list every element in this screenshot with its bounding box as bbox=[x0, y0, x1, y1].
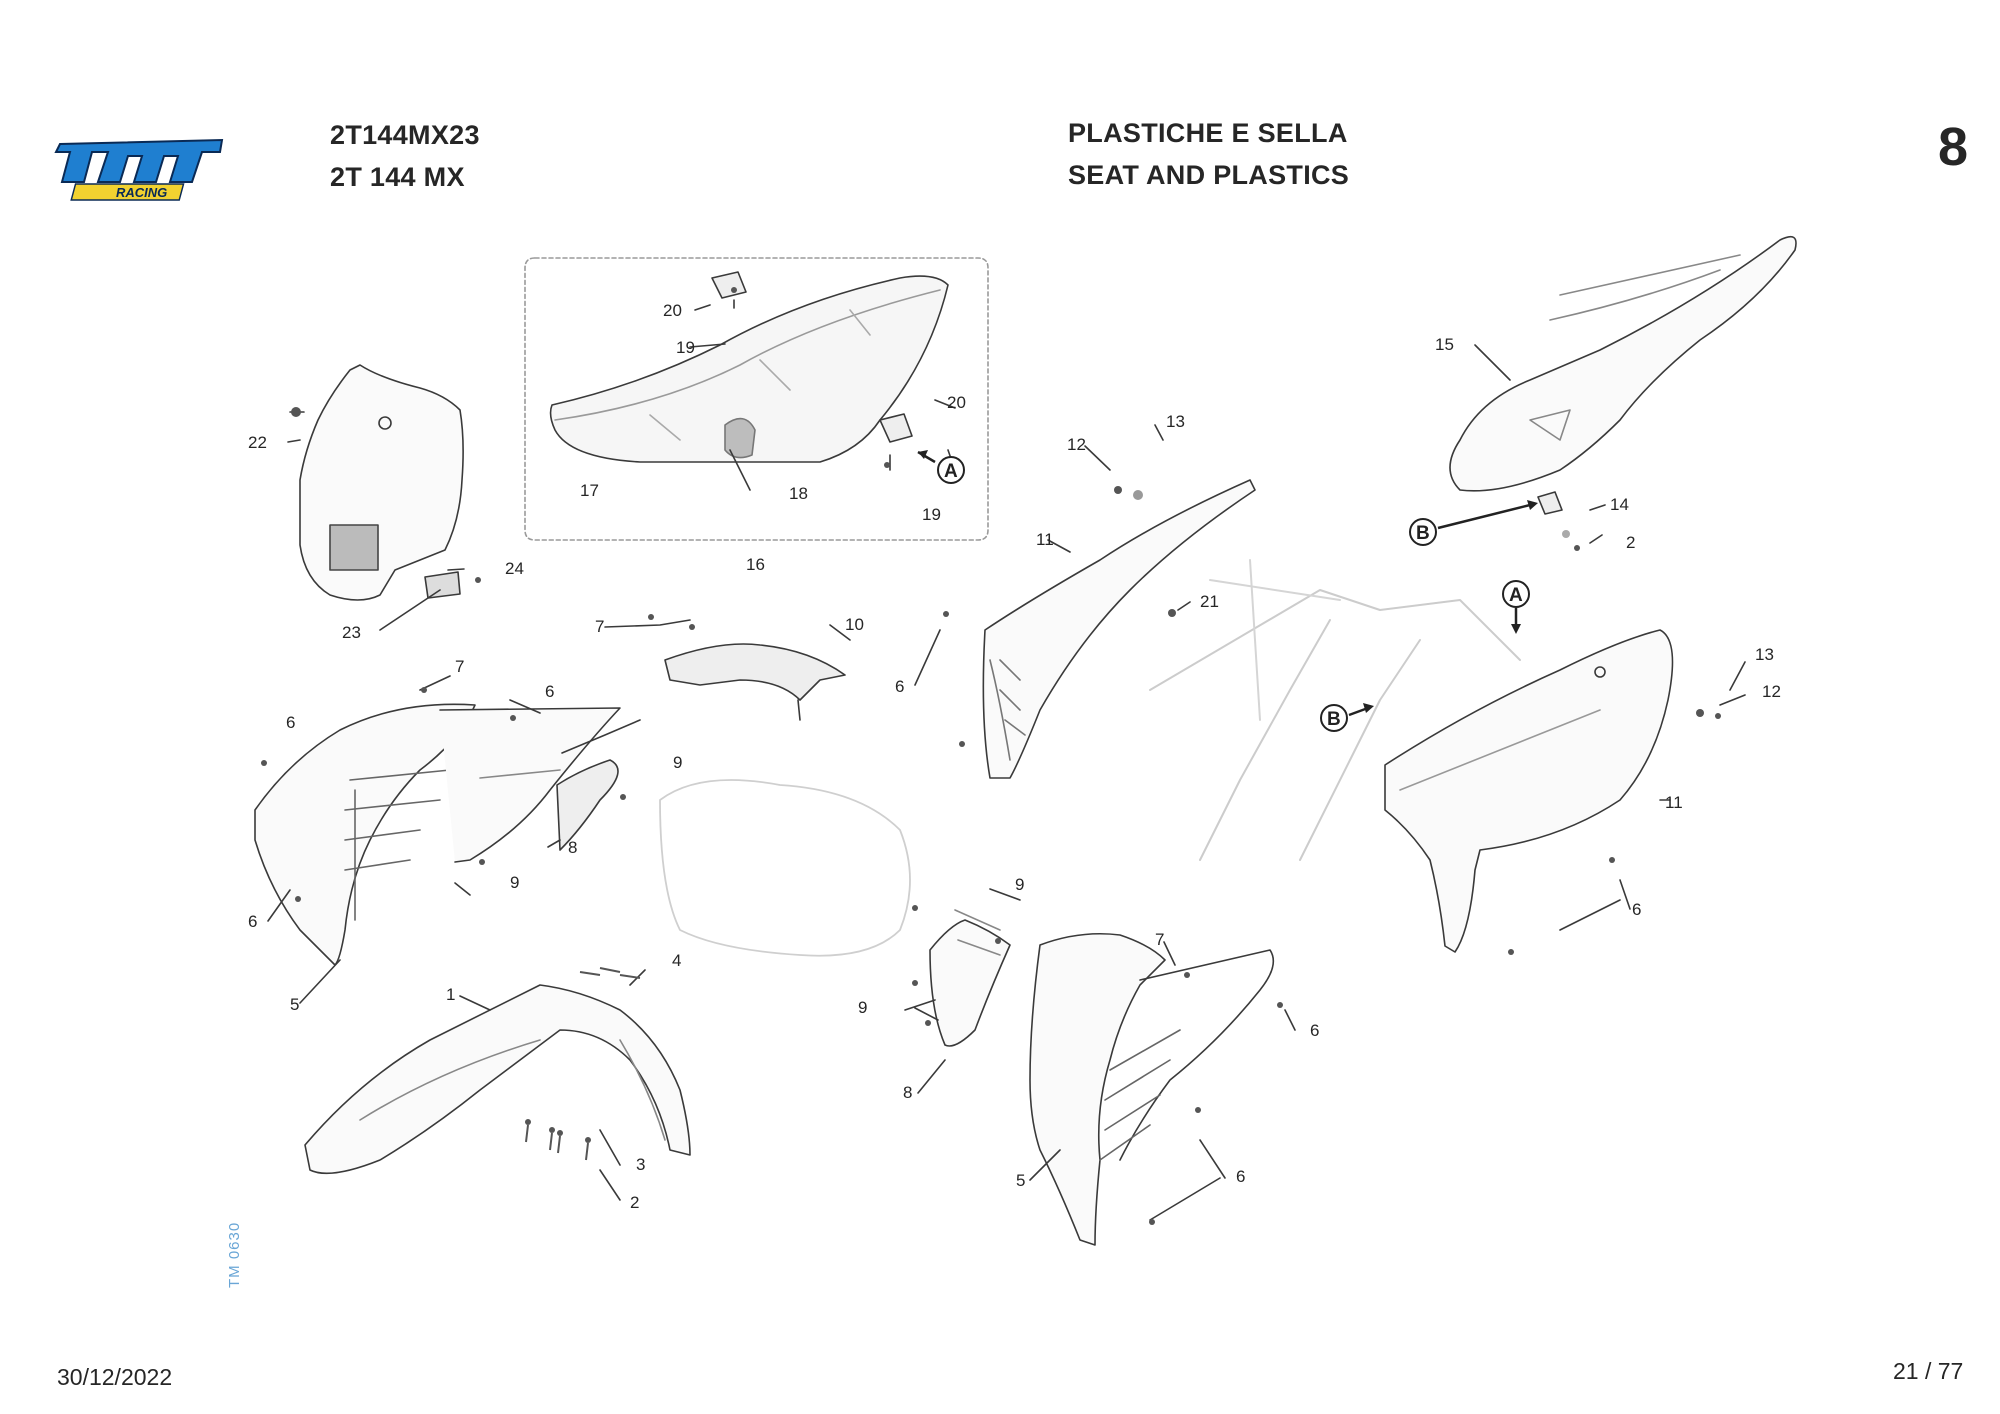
callout-6: 6 bbox=[545, 682, 554, 701]
callout-13: 13 bbox=[1166, 412, 1185, 431]
drawing-code: TM 0630 bbox=[226, 1221, 243, 1288]
callout-5: 5 bbox=[1016, 1171, 1025, 1190]
callout-16: 16 bbox=[746, 555, 765, 574]
title-italian: PLASTICHE E SELLA bbox=[1068, 118, 1348, 148]
callout-8: 8 bbox=[903, 1083, 912, 1102]
logo-sub-text: RACING bbox=[116, 185, 167, 200]
callout-1: 1 bbox=[446, 985, 455, 1004]
fuel-tank bbox=[659, 779, 911, 957]
callout-3: 3 bbox=[636, 1155, 645, 1174]
callout-2: 2 bbox=[630, 1193, 639, 1212]
seat-bracket-right bbox=[879, 413, 913, 443]
seat-group-box bbox=[524, 257, 989, 541]
callout-22: 22 bbox=[248, 433, 267, 452]
callout-6: 6 bbox=[248, 912, 257, 931]
front-panel-decal bbox=[954, 909, 1001, 956]
fender-mount bbox=[1537, 491, 1563, 515]
bracket-10 bbox=[664, 643, 846, 701]
tm-racing-logo: RACING bbox=[52, 130, 227, 205]
callout-19: 19 bbox=[676, 338, 695, 357]
seat-patch bbox=[724, 417, 756, 459]
callout-2: 2 bbox=[1626, 533, 1635, 552]
callout-6: 6 bbox=[1632, 900, 1641, 919]
side-cover-left bbox=[982, 479, 1256, 779]
marker-a: A bbox=[1509, 585, 1523, 606]
air-intake bbox=[556, 759, 619, 851]
bolt-shafts bbox=[525, 967, 641, 1161]
radiator-shroud-front bbox=[254, 703, 476, 966]
callout-12: 12 bbox=[1067, 435, 1086, 454]
callout-10: 10 bbox=[845, 615, 864, 634]
callout-7: 7 bbox=[455, 657, 464, 676]
radiator-shroud-rear bbox=[1029, 933, 1166, 1246]
callout-11: 11 bbox=[1665, 793, 1683, 812]
fasteners bbox=[261, 287, 1721, 1225]
model-code: 2T144MX23 bbox=[330, 120, 480, 150]
callout-4: 4 bbox=[672, 951, 681, 970]
title-english: SEAT AND PLASTICS bbox=[1068, 160, 1350, 190]
callout-6: 6 bbox=[1236, 1167, 1245, 1186]
seat-bracket-top bbox=[711, 271, 747, 299]
callout-5: 5 bbox=[290, 995, 299, 1014]
section-number: 8 bbox=[1938, 117, 1969, 177]
callout-20: 20 bbox=[947, 393, 966, 412]
callout-7: 7 bbox=[1155, 930, 1164, 949]
rear-fender bbox=[1449, 235, 1797, 492]
marker-a: A bbox=[944, 461, 958, 482]
callout-6: 6 bbox=[895, 677, 904, 696]
callout-9: 9 bbox=[510, 873, 519, 892]
callout-9: 9 bbox=[1015, 875, 1024, 894]
callout-6: 6 bbox=[1310, 1021, 1319, 1040]
callout-7: 7 bbox=[595, 617, 604, 636]
callout-8: 8 bbox=[568, 838, 577, 857]
frame-outline bbox=[1149, 589, 1521, 861]
callout-23: 23 bbox=[342, 623, 361, 642]
reference-markers: A B A B bbox=[917, 450, 1538, 732]
callout-9: 9 bbox=[673, 753, 682, 772]
marker-b: B bbox=[1327, 709, 1341, 730]
number-plate-tab bbox=[424, 571, 461, 599]
marker-b: B bbox=[1416, 523, 1430, 544]
callout-12: 12 bbox=[1762, 682, 1781, 701]
model-name: 2T 144 MX bbox=[330, 162, 465, 192]
front-fender bbox=[304, 984, 691, 1175]
callout-24: 24 bbox=[505, 559, 524, 578]
callout-11: 11 bbox=[1036, 530, 1054, 549]
side-cover-right bbox=[1384, 629, 1674, 953]
callout-15: 15 bbox=[1435, 335, 1454, 354]
callout-6: 6 bbox=[286, 713, 295, 732]
headlight-grille bbox=[329, 524, 379, 571]
footer-date: 30/12/2022 bbox=[57, 1364, 173, 1390]
callout-17: 17 bbox=[580, 481, 599, 500]
callout-20: 20 bbox=[663, 301, 682, 320]
callout-14: 14 bbox=[1610, 495, 1629, 514]
number-plate bbox=[299, 364, 464, 601]
callout-19: 19 bbox=[922, 505, 941, 524]
callout-18: 18 bbox=[789, 484, 808, 503]
footer-page: 21 / 77 bbox=[1893, 1358, 1964, 1384]
callout-21: 21 bbox=[1200, 592, 1219, 611]
callout-9: 9 bbox=[858, 998, 867, 1017]
callout-labels: 20 19 20 19 17 18 16 22 24 23 15 14 2 12… bbox=[248, 301, 1781, 1212]
callout-13: 13 bbox=[1755, 645, 1774, 664]
